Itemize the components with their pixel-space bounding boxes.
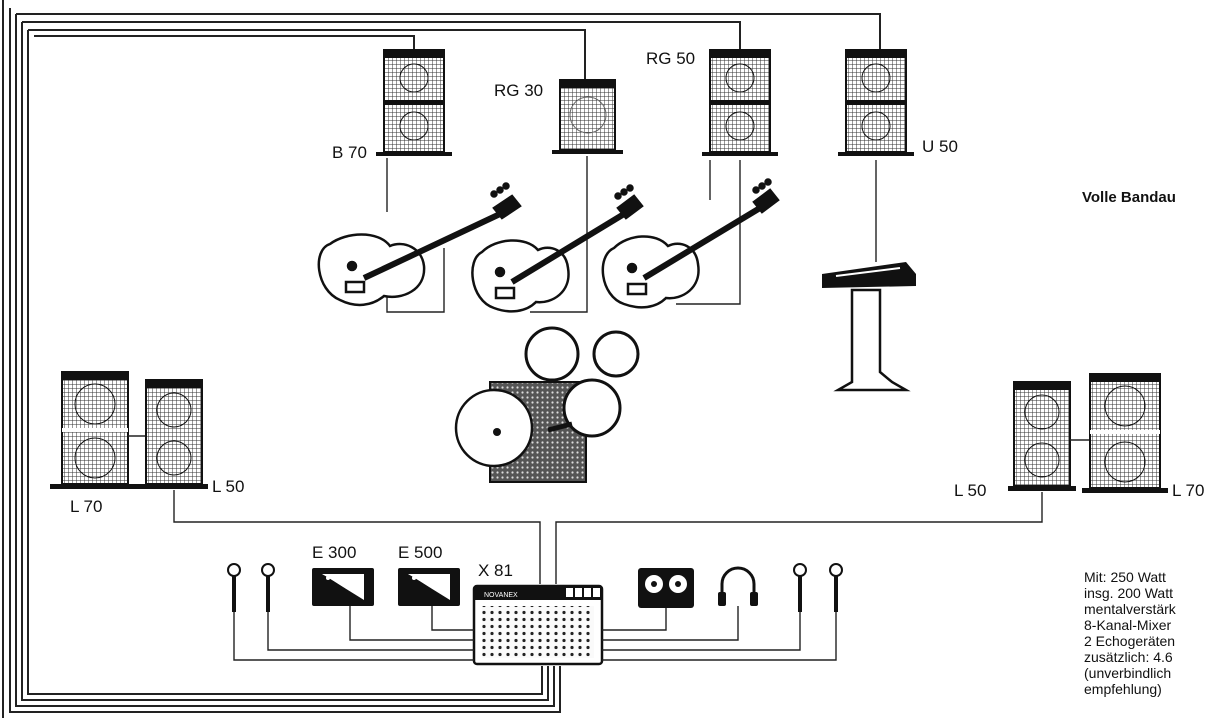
label-x81: X 81 [478, 561, 513, 580]
note-line: empfehlung) [1084, 681, 1162, 697]
label-b70: B 70 [332, 143, 367, 162]
amp-b70: B 70 [332, 49, 452, 162]
mixer-x81: X 81 NOVANEX [472, 561, 604, 666]
note-line: insg. 200 Watt [1084, 585, 1173, 601]
amp-rg30: RG 30 [494, 79, 623, 154]
speaker-l50-right: L 50 [954, 381, 1076, 500]
keyboard-stand [822, 262, 916, 392]
device-cables [233, 606, 837, 661]
guitar-2 [471, 184, 644, 313]
speaker-cables [173, 490, 1043, 584]
note-line: 2 Echogeräten [1084, 633, 1175, 649]
guitar-1 [317, 182, 522, 307]
echo-unit-e300: E 300 [312, 543, 374, 606]
label-l70-left: L 70 [70, 497, 102, 516]
note-line: 8-Kanal-Mixer [1084, 617, 1171, 633]
label-e500: E 500 [398, 543, 442, 562]
headphones-icon [718, 566, 758, 606]
mic-2 [261, 563, 275, 612]
label-u50: U 50 [922, 137, 958, 156]
mixer-brand: NOVANEX [484, 592, 518, 599]
echo-unit-e500: E 500 [398, 543, 460, 606]
cable-loop-outer [2, 0, 881, 718]
note-line: (unverbindlich [1084, 665, 1171, 681]
note-line: zusätzlich: 4.6 [1084, 649, 1173, 665]
note-line: Mit: 250 Watt [1084, 569, 1166, 585]
mic-1 [227, 563, 241, 612]
tape-recorder [638, 568, 694, 608]
label-l50-left: L 50 [212, 477, 244, 496]
amp-rg50: RG 50 [646, 49, 778, 156]
mic-3 [793, 563, 807, 612]
label-e300: E 300 [312, 543, 356, 562]
label-rg50: RG 50 [646, 49, 695, 68]
speaker-l70-right: L 70 [1082, 373, 1204, 500]
note-line: mentalverstärk [1084, 601, 1177, 617]
label-rg30: RG 30 [494, 81, 543, 100]
label-l50-right: L 50 [954, 481, 986, 500]
diagram-title: Volle Bandau [1082, 189, 1176, 206]
amp-u50: U 50 [838, 49, 958, 156]
speaker-l50-left: L 50 [140, 379, 244, 496]
speaker-l70-left: L 70 [50, 371, 140, 516]
mic-4 [829, 563, 843, 612]
label-l70-right: L 70 [1172, 481, 1204, 500]
guitar-3 [601, 178, 780, 309]
drum-kit [454, 326, 640, 483]
equipment-notes: Mit: 250 Watt insg. 200 Watt mentalverst… [1084, 569, 1177, 697]
